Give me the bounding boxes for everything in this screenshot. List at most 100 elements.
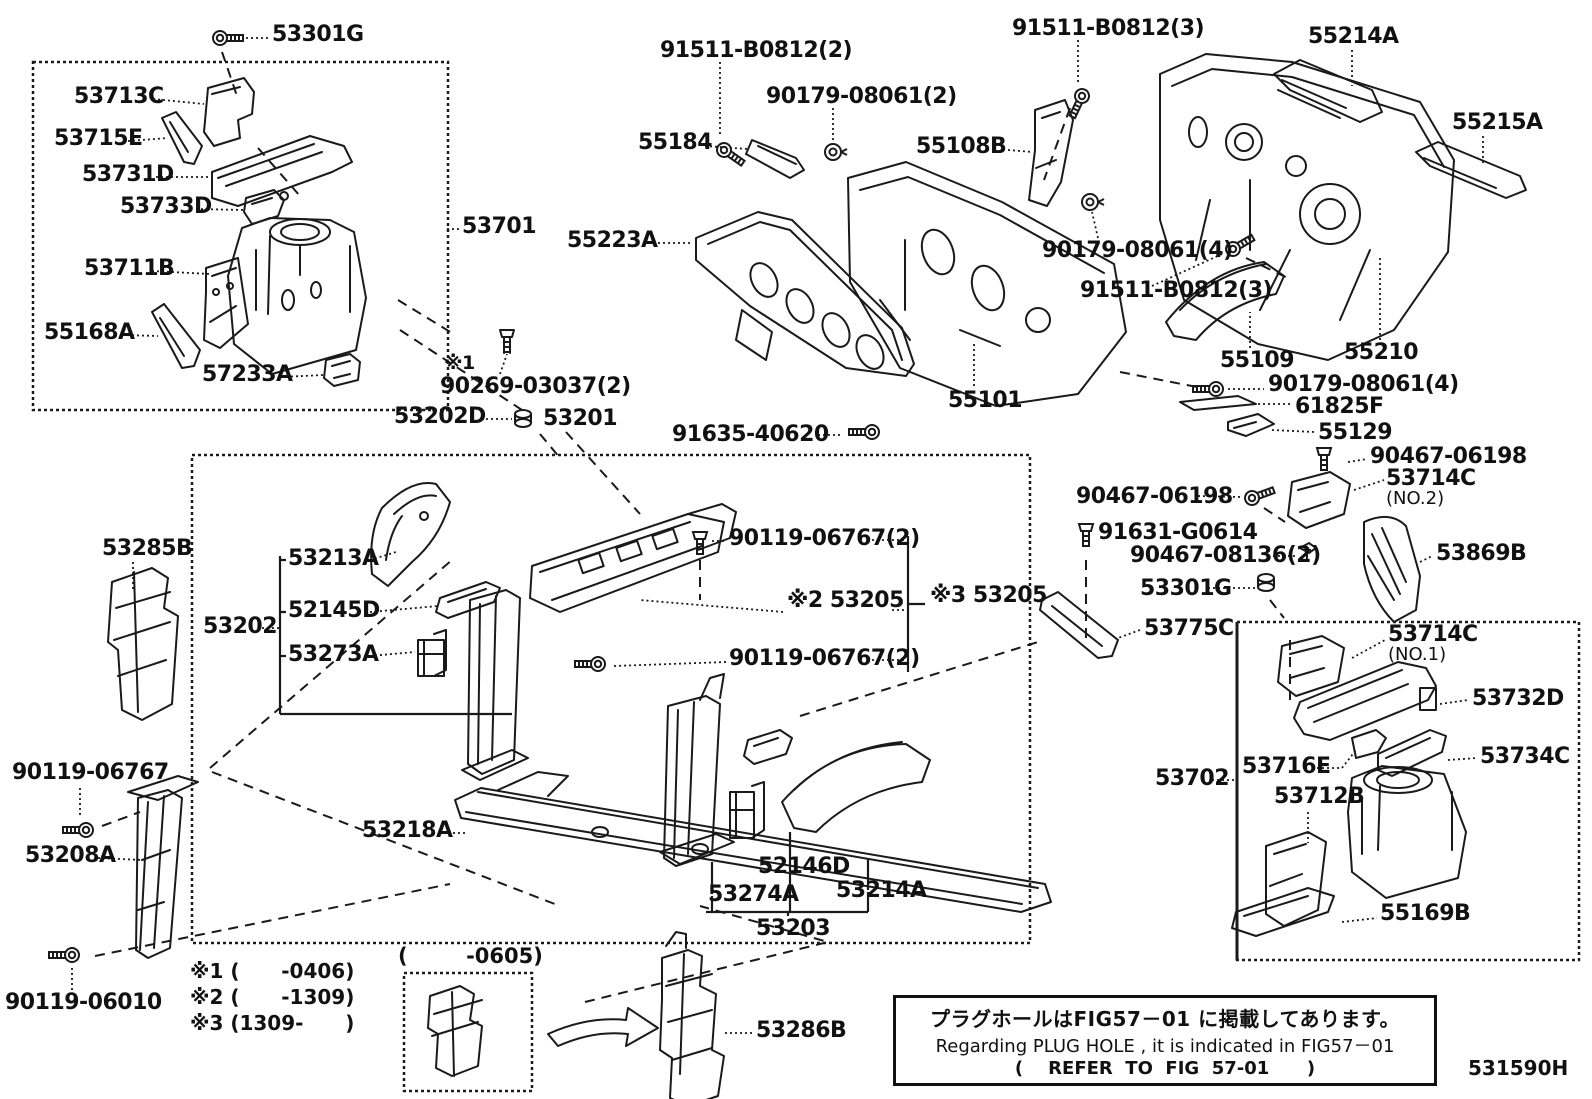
drawing-number: 531590H <box>1468 1056 1569 1080</box>
part-label-53732d: 53732D <box>1472 686 1564 711</box>
part-label-53214a: 53214A <box>836 878 927 903</box>
part-label-53733d: 53733D <box>120 194 212 219</box>
part-label--2-53205: ※2 53205 <box>787 588 904 613</box>
part-label-55101: 55101 <box>948 388 1023 413</box>
part-52145d <box>435 581 501 619</box>
part-53202-side-support <box>461 589 529 781</box>
box-53701 <box>31 60 450 412</box>
part-label-91635-40620: 91635-40620 <box>672 422 829 447</box>
part-53218a-lower-bar <box>454 771 1052 913</box>
part-53715e <box>161 111 203 165</box>
part-53714c-no1 <box>1277 635 1345 697</box>
inset-caption: ( -0605) <box>398 944 543 968</box>
part-label-90119-06767-2-: 90119-06767(2) <box>729 526 920 551</box>
part-label-90119-06767-2-: 90119-06767(2) <box>729 646 920 671</box>
part-55168a <box>151 303 201 369</box>
part-label-53712b: 53712B <box>1274 784 1365 809</box>
part-label-55168a: 55168A <box>44 320 135 345</box>
part-label-53731d: 53731D <box>82 162 174 187</box>
part-label-53715e: 53715E <box>54 126 143 151</box>
part-53869b-shield <box>1363 515 1421 623</box>
part-label--1: ※1 <box>444 352 475 374</box>
part-53205-upper-support <box>529 503 737 613</box>
part-55169b <box>1231 887 1335 937</box>
part-label-53213a: 53213A <box>288 546 379 571</box>
plug-hole-note-box: プラグホールはFIG57－01 に掲載してあります。 Regarding PLU… <box>893 995 1437 1086</box>
part-bracket-753 <box>743 729 793 765</box>
part-label-91511-b0812-2-: 91511-B0812(2) <box>660 38 853 63</box>
dashed-relation-lines <box>94 51 1293 1003</box>
part-label-55169b: 55169B <box>1380 901 1471 926</box>
part-label-52145d: 52145D <box>288 598 380 623</box>
part-label-55184: 55184 <box>638 130 713 155</box>
part-label-55129: 55129 <box>1318 420 1393 445</box>
part-label-52146d: 52146D <box>758 854 850 879</box>
part-label-53869b: 53869B <box>1436 541 1527 566</box>
part-label-55109: 55109 <box>1220 348 1295 373</box>
part-label-90179-08061-4-: 90179-08061(4) <box>1042 238 1233 263</box>
part-55109-brace <box>1165 261 1285 341</box>
part-label-55210: 55210 <box>1344 340 1419 365</box>
part-label-57233a: 57233A <box>202 362 293 387</box>
part-label-sub: (NO.2) <box>1386 488 1445 509</box>
part-label-61825f: 61825F <box>1295 394 1384 419</box>
box-53203-center <box>190 453 1032 945</box>
part-53716e <box>1351 729 1387 759</box>
part-label-53286b: 53286B <box>756 1018 847 1043</box>
part-label-53734c: 53734C <box>1480 744 1570 769</box>
part-label-sub: (NO.1) <box>1388 644 1447 665</box>
part-label--3-53205: ※3 53205 <box>930 583 1047 608</box>
legend-line: ※3 (1309- ) <box>190 1011 355 1035</box>
part-label-90179-08061-4-: 90179-08061(4) <box>1268 372 1459 397</box>
group-brackets <box>278 536 925 916</box>
part-label-90119-06010: 90119-06010 <box>5 990 162 1015</box>
part-label-91511-b0812-3-: 91511-B0812(3) <box>1012 16 1205 41</box>
part-53214a-arm <box>781 741 931 833</box>
part-label-90467-08136-2-: 90467-08136(2) <box>1130 543 1321 568</box>
part-label-90467-06198: 90467-06198 <box>1370 444 1527 469</box>
part-label-90119-06767: 90119-06767 <box>12 760 169 785</box>
part-label-53285b: 53285B <box>102 536 193 561</box>
part-label-53711b: 53711B <box>84 256 175 281</box>
part-53711b <box>203 257 249 349</box>
legend-line: ※2 ( -1309) <box>190 985 355 1009</box>
part-label-53702: 53702 <box>1155 766 1230 791</box>
assembly-boxes <box>31 60 1581 1093</box>
part-label-53202d: 53202D <box>394 404 486 429</box>
part-label-55214a: 55214A <box>1308 24 1399 49</box>
block-arrow-icon <box>547 1007 659 1047</box>
part-label-55215a: 55215A <box>1452 110 1543 135</box>
part-label-53301g: 53301G <box>1140 576 1232 601</box>
note-line-japanese: プラグホールはFIG57－01 に掲載してあります。 <box>930 1006 1400 1031</box>
part-label-55108b: 55108B <box>916 134 1007 159</box>
part-label-90467-06198: 90467-06198 <box>1076 484 1233 509</box>
part-55223a-insulator <box>695 211 915 377</box>
part-53213a <box>370 482 451 587</box>
part-53285b <box>107 567 179 721</box>
note-line-english: Regarding PLUG HOLE , it is indicated in… <box>935 1035 1395 1057</box>
note-line-refer: ( REFER TO FIG 57-01 ) <box>1014 1057 1316 1079</box>
part-label-53274a: 53274A <box>708 882 799 907</box>
part-53731d <box>211 135 353 207</box>
part-55214a <box>1273 59 1383 123</box>
part-55210-cowl <box>1159 53 1455 361</box>
part-label-53701: 53701 <box>462 214 537 239</box>
box-inset-0605 <box>402 971 534 1093</box>
leader-lines <box>71 37 1484 1034</box>
part-label-53301g: 53301G <box>272 22 364 47</box>
part-55184 <box>745 139 805 179</box>
part-label-53713c: 53713C <box>74 84 164 109</box>
part-53286b <box>659 931 725 1099</box>
part-55108b-brace <box>1028 99 1074 207</box>
part-label-53714c: 53714C(NO.1) <box>1388 622 1478 665</box>
part-53714c-no2 <box>1287 471 1351 529</box>
part-55101-dash-panel <box>847 161 1127 407</box>
part-label-53273a: 53273A <box>288 642 379 667</box>
part-label-90269-03037-2-: 90269-03037(2) <box>440 374 631 399</box>
part-label-53775c: 53775C <box>1144 616 1234 641</box>
part-61825f <box>1179 395 1257 411</box>
legend-line: ※1 ( -0406) <box>190 959 355 983</box>
part-label-53201: 53201 <box>543 406 618 431</box>
